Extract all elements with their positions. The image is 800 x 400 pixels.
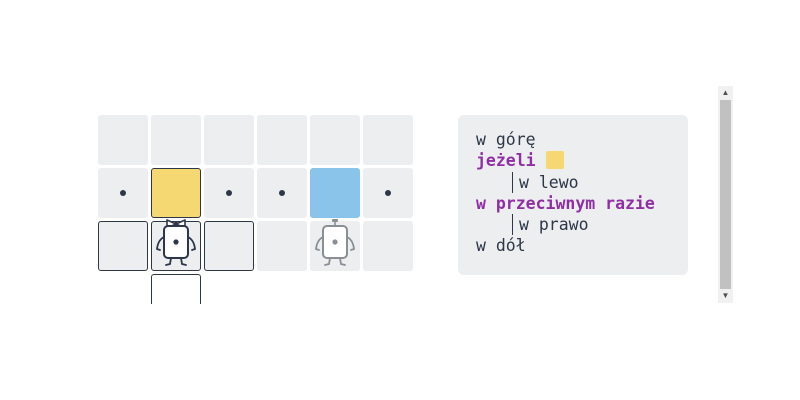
board-cell: [257, 168, 307, 218]
board-cell: [310, 115, 360, 165]
board-cell: [98, 221, 148, 271]
board-cell: [151, 115, 201, 165]
dot-marker: [226, 190, 232, 196]
board-cell: [204, 168, 254, 218]
vertical-scrollbar[interactable]: ▲ ▼: [718, 86, 733, 303]
board-cell-blue: [310, 168, 360, 218]
board-cell-yellow: [151, 168, 201, 218]
board-cell: [204, 115, 254, 165]
board-cell: [98, 115, 148, 165]
command-line: w dół: [476, 236, 526, 256]
dot-marker: [385, 190, 391, 196]
condition-color-swatch: [545, 151, 564, 170]
command-line: w górę: [476, 130, 536, 149]
else-keyword-line: w przeciwnym razie: [476, 193, 655, 213]
board-cell: [363, 221, 413, 271]
command-line: w lewo: [476, 171, 688, 194]
board-cell: [363, 168, 413, 218]
board-cell: [151, 274, 201, 304]
scroll-up-icon[interactable]: ▲: [721, 88, 730, 97]
if-statement-line: jeżeli: [476, 150, 688, 171]
dot-marker: [120, 190, 126, 196]
if-keyword: jeżeli: [476, 151, 536, 171]
command-line: w prawo: [476, 214, 688, 236]
board-cell: [257, 115, 307, 165]
board-cell: [98, 168, 148, 218]
robot-icon: [151, 217, 201, 267]
board-cell: [363, 115, 413, 165]
program-panel: w górę jeżeli w lewo w przeciwnym razie …: [458, 115, 688, 275]
ghost-robot-icon: [310, 217, 360, 267]
scroll-thumb[interactable]: [720, 100, 731, 289]
game-board: [96, 114, 416, 304]
dot-marker: [279, 190, 285, 196]
board-cell: [257, 221, 307, 271]
scroll-down-icon[interactable]: ▼: [721, 291, 730, 300]
board-cell: [204, 221, 254, 271]
